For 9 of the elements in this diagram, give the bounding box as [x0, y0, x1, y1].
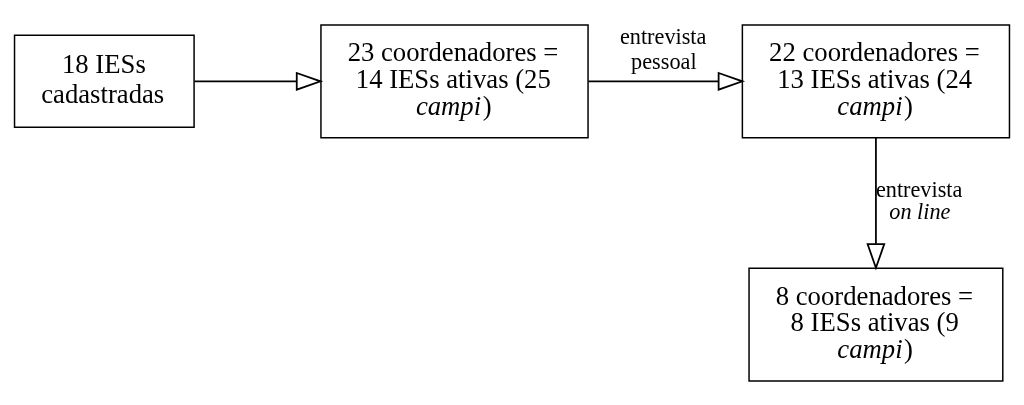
- node-box: 22 coordenadores = 13 IESs ativas (24 campi): [741, 23, 1011, 138]
- node-box: 18 IESs cadastradas: [13, 34, 195, 128]
- arrow: [866, 136, 886, 271]
- arrow: [587, 71, 746, 91]
- arrow: [193, 71, 324, 91]
- node-box: 8 coordenadores = 8 IESs ativas (9 campi): [748, 267, 1004, 382]
- edge-label: entrevista on line: [875, 176, 963, 224]
- node-box: 23 coordenadores = 14 IESs ativas (25 campi): [320, 23, 589, 138]
- edge-label: entrevista pessoal: [619, 23, 707, 74]
